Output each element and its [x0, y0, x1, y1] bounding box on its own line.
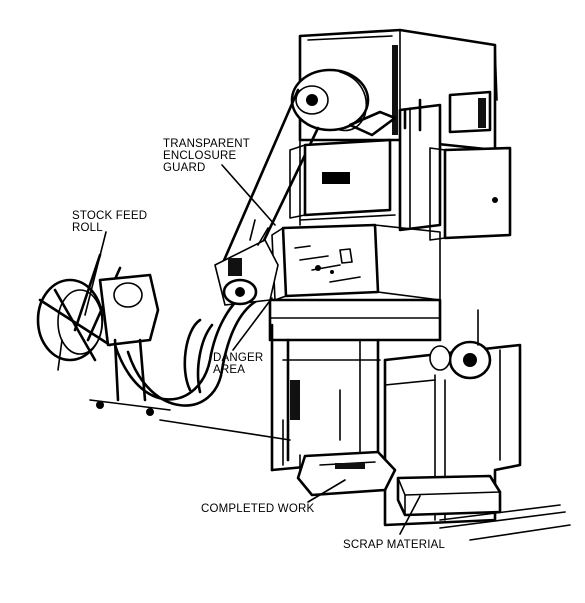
stock-strip [113, 290, 260, 407]
control-column [398, 90, 512, 241]
leader-completed-work [307, 479, 346, 503]
motor-box [289, 138, 396, 221]
leader-scrap-material [399, 495, 421, 535]
transparent-guard [271, 223, 441, 301]
feed-roll-unit [214, 219, 279, 306]
leader-stock-feed-roll [84, 231, 107, 316]
scrap-material-label: SCRAP MATERIAL [343, 539, 446, 551]
stock-feed-roll-label: STOCK FEED ROLL [72, 210, 148, 234]
crown-shadow [392, 45, 398, 135]
leader-enclosure-guard [221, 164, 276, 226]
danger-area-label: DANGER AREA [213, 352, 264, 376]
motor-nameplate [322, 172, 350, 184]
press-frame [268, 298, 442, 472]
completed-work-label: COMPLETED WORK [201, 503, 315, 515]
completed-work-tray [296, 450, 397, 497]
stock-reel [36, 253, 291, 441]
flywheel [290, 68, 397, 137]
leader-lines [84, 164, 421, 535]
floor-rails [439, 504, 571, 541]
leader-danger-area [232, 297, 273, 351]
enclosure-guard-label: TRANSPARENT ENCLOSURE GUARD [163, 138, 250, 174]
